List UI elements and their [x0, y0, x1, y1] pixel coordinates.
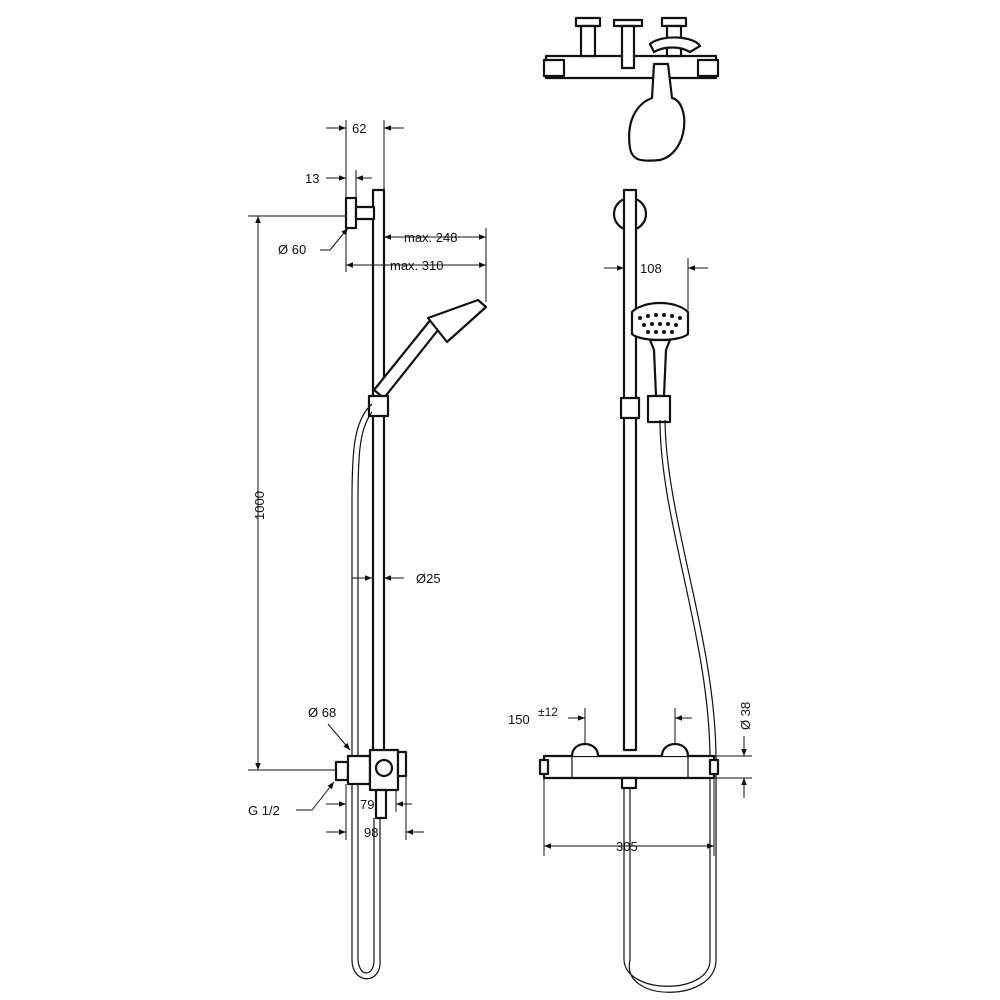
- dim-diam-25: Ø25: [416, 571, 441, 586]
- front-outlet: [620, 776, 638, 790]
- side-inlet: [334, 760, 350, 782]
- dim-diam-60: Ø 60: [278, 242, 306, 257]
- front-shower-nozzles: [638, 313, 682, 334]
- front-right-rosette: [660, 742, 690, 758]
- top-shower-head: [628, 62, 686, 162]
- side-top-bracket-arm: [354, 205, 376, 221]
- dim-max-310: max. 310: [390, 258, 443, 273]
- side-outlet: [374, 788, 388, 820]
- front-hose-outer: [623, 419, 711, 987]
- front-right-cap: [708, 758, 720, 776]
- side-shower-head: [426, 298, 488, 344]
- dim-150: 150: [508, 712, 530, 727]
- side-knob-cap: [396, 750, 408, 778]
- top-shower-holder: [648, 36, 702, 54]
- top-center-stem: [620, 24, 636, 70]
- dim-305: 305: [616, 839, 638, 854]
- side-view: [334, 188, 488, 980]
- top-view: [542, 16, 720, 162]
- top-left-knob: [574, 16, 602, 28]
- dim-108: 108: [640, 261, 662, 276]
- side-hose-inner: [357, 411, 375, 974]
- front-hose-inner: [628, 419, 717, 993]
- top-left-cap: [542, 58, 566, 78]
- front-left-rosette: [570, 742, 600, 758]
- front-view: [538, 188, 720, 993]
- side-hose-outer: [351, 403, 381, 980]
- front-dimensions: 108 150 ±12 Ø 38 305: [508, 258, 753, 856]
- side-slider: [367, 394, 390, 418]
- side-top-bracket: [344, 196, 358, 230]
- dim-max-248: max. 248: [404, 230, 457, 245]
- side-dimensions: 62 13 Ø 60 max. 248 max. 310 1000 Ø25 Ø …: [248, 120, 487, 840]
- top-right-cap: [696, 58, 720, 78]
- top-left-stem: [579, 24, 597, 58]
- front-shower-head: [630, 302, 690, 342]
- front-left-cap: [538, 758, 550, 776]
- top-right-knob: [660, 16, 688, 28]
- dim-diam-38: Ø 38: [738, 702, 753, 730]
- dim-62: 62: [352, 121, 366, 136]
- front-rail: [622, 188, 638, 752]
- front-shower-handle: [648, 338, 672, 398]
- dim-13: 13: [305, 171, 319, 186]
- dim-diam-68: Ø 68: [308, 705, 336, 720]
- dim-1000: 1000: [252, 491, 267, 520]
- dim-79: 79: [360, 797, 374, 812]
- dim-150-tolerance: ±12: [538, 705, 558, 719]
- side-rail: [371, 188, 386, 772]
- dim-98: 98: [364, 825, 378, 840]
- side-knob: [374, 758, 394, 778]
- dim-g-1-2: G 1/2: [248, 803, 280, 818]
- side-wall-rosette: [346, 754, 372, 786]
- front-slider: [619, 396, 641, 420]
- front-slider-cradle: [646, 394, 672, 424]
